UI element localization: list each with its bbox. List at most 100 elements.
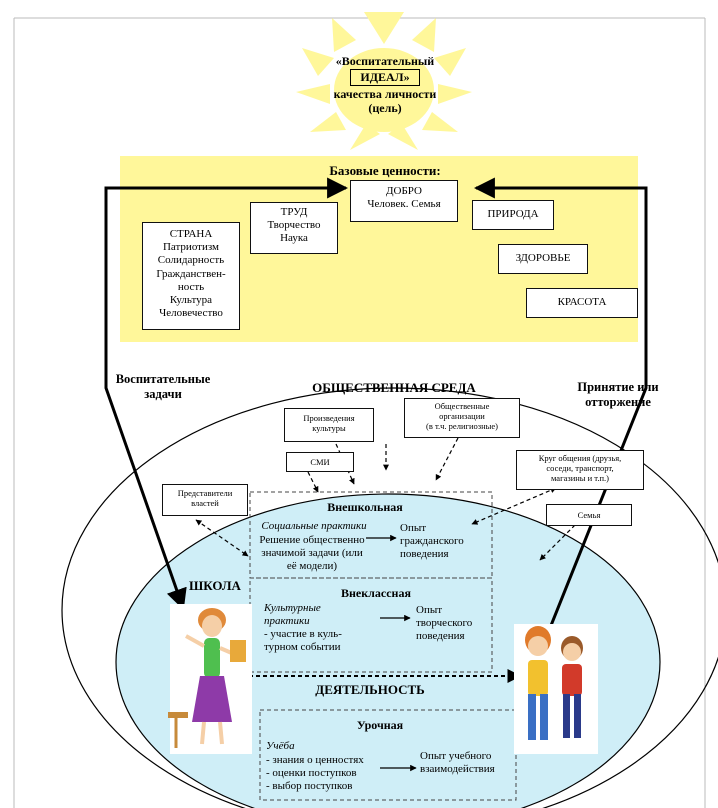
acceptance-label: Принятие или отторжение bbox=[562, 380, 674, 410]
education-tasks-line bbox=[104, 177, 349, 610]
value-zdorovie: ЗДОРОВЬЕ bbox=[498, 244, 588, 274]
env-krug-l1: Круг общения (друзья, bbox=[538, 453, 622, 463]
values-title: Базовые ценности: bbox=[329, 163, 441, 178]
value-dobro-sub: Человек. Семья bbox=[367, 198, 441, 211]
connector-orgs bbox=[435, 437, 459, 481]
vneshk-p1: Решение общественно bbox=[259, 534, 365, 546]
vneshk-r2: гражданского bbox=[400, 535, 464, 548]
sun-ray bbox=[438, 84, 472, 104]
sun-core bbox=[334, 48, 434, 132]
vnekl-r3: поведения bbox=[416, 630, 465, 643]
vneshk-practice: Социальные практики bbox=[261, 520, 367, 532]
vnekl-r1: Опыт bbox=[416, 604, 443, 616]
sun-ray bbox=[302, 48, 334, 76]
sun-ray bbox=[332, 18, 356, 52]
env-orgs: Общественные организации (в т.ч. религио… bbox=[404, 398, 520, 438]
urok-p2: - оценки поступков bbox=[266, 767, 357, 780]
vnekl-practice-2: практики bbox=[264, 615, 310, 628]
acceptance-l2: отторжение bbox=[585, 395, 651, 409]
env-vlast-l2: властей bbox=[191, 498, 219, 509]
env-krug-l3: магазины и т.п.) bbox=[550, 473, 610, 484]
environment-title: ОБЩЕСТВЕННАЯ СРЕДА bbox=[312, 380, 476, 395]
vneshk-task: Решение общественно значимой задачи (или… bbox=[254, 534, 370, 574]
value-krasota: КРАСОТА bbox=[526, 288, 638, 318]
urok-p3: - выбор поступков bbox=[266, 780, 353, 793]
value-strana-item: Гражданствен- bbox=[156, 267, 226, 280]
connector-smi bbox=[307, 471, 319, 493]
value-strana-item: ность bbox=[177, 280, 205, 293]
social-environment-ellipse bbox=[61, 387, 718, 808]
value-dobro: ДОБРО Человек. Семья bbox=[350, 180, 458, 222]
sun-ray bbox=[296, 84, 330, 104]
urok-r1: Опыт учебного bbox=[420, 750, 492, 762]
env-krug: Круг общения (друзья, соседи, транспорт,… bbox=[516, 450, 644, 490]
value-priroda: ПРИРОДА bbox=[472, 200, 554, 230]
urok-tasks: - знания о ценностях - оценки поступков … bbox=[266, 754, 382, 794]
env-vlast-l1: Представители bbox=[177, 488, 233, 498]
vnekl-practice: Культурные практики bbox=[264, 602, 374, 628]
sun-line-4: (цель) bbox=[368, 101, 402, 116]
vneshk-r3: поведения bbox=[400, 548, 449, 561]
vnekl-r2: творческого bbox=[416, 617, 473, 630]
value-dobro-title: ДОБРО bbox=[386, 185, 422, 197]
urok-practice: Учёба bbox=[266, 740, 295, 752]
vneshk-r1: Опыт bbox=[400, 522, 427, 534]
value-trud-l2: Творчество bbox=[267, 219, 321, 232]
vnekl-p1: - участие в куль- bbox=[264, 628, 342, 640]
env-orgs-l1: Общественные bbox=[434, 401, 490, 411]
vnekl-p2: турном событии bbox=[264, 641, 341, 654]
vnekl-result: Опыт творческого поведения bbox=[416, 604, 496, 644]
connector-semya bbox=[539, 519, 581, 561]
education-tasks-l2: задачи bbox=[144, 387, 182, 401]
sun-ray bbox=[310, 112, 346, 132]
value-trud: ТРУД Творчество Наука bbox=[250, 202, 338, 254]
urok-r2: взаимодействия bbox=[420, 763, 495, 776]
sun-text: «Воспитательный ИДЕАЛ» качества личности… bbox=[320, 54, 450, 116]
value-strana-item: Патриотизм bbox=[162, 241, 220, 254]
children-illustration bbox=[514, 624, 598, 754]
env-vlast: Представители властей bbox=[162, 484, 248, 516]
env-culture-l2: культуры bbox=[312, 423, 346, 434]
value-strana: СТРАНА Патриотизм Солидарность Гражданст… bbox=[142, 222, 240, 330]
sun-ray bbox=[434, 48, 466, 76]
sun-ray bbox=[412, 18, 436, 52]
env-orgs-l2: организации bbox=[439, 411, 485, 422]
sun-ray bbox=[422, 112, 458, 132]
urok-p1: - знания о ценностях bbox=[266, 754, 364, 766]
vnekl-task: - участие в куль- турном событии bbox=[264, 628, 384, 654]
env-smi: СМИ bbox=[286, 452, 354, 472]
value-strana-item: Солидарность bbox=[157, 254, 225, 267]
sun-line-3: качества личности bbox=[333, 86, 437, 101]
teacher-illustration bbox=[168, 604, 252, 754]
vneshk-title: Внешкольная bbox=[327, 500, 403, 514]
vneshk-p2: значимой задачи (или bbox=[261, 547, 363, 560]
vneshk-p3: её модели) bbox=[286, 560, 338, 573]
connector-vlast bbox=[195, 519, 249, 557]
value-strana-item: Культура bbox=[169, 293, 213, 306]
urok-result: Опыт учебного взаимодействия bbox=[420, 750, 514, 776]
connector-krug bbox=[471, 487, 557, 525]
sun-ray bbox=[364, 12, 404, 44]
education-tasks-l1: Воспитательные bbox=[115, 372, 211, 386]
env-culture-l1: Произведения bbox=[303, 413, 355, 423]
education-tasks-label: Воспитательные задачи bbox=[96, 372, 230, 402]
urok-title: Урочная bbox=[356, 718, 404, 732]
lesson-area bbox=[259, 709, 517, 801]
sun-line-2: ИДЕАЛ» bbox=[350, 69, 420, 86]
env-semya: Семья bbox=[546, 504, 632, 526]
env-culture: Произведения культуры bbox=[284, 408, 374, 442]
vneshk-result: Опыт гражданского поведения bbox=[400, 522, 486, 562]
value-trud-title: ТРУД bbox=[280, 206, 308, 218]
value-strana-title: СТРАНА bbox=[169, 228, 213, 240]
env-orgs-l3: (в т.ч. религиозные) bbox=[425, 421, 498, 432]
sun-line-1: «Воспитательный bbox=[335, 54, 435, 68]
vnekl-title: Внеклассная bbox=[341, 586, 411, 600]
acceptance-l1: Принятие или bbox=[577, 380, 659, 394]
value-strana-item: Человечество bbox=[159, 307, 223, 320]
school-title: ШКОЛА bbox=[189, 578, 241, 593]
value-trud-l3: Наука bbox=[280, 232, 308, 245]
vnekl-practice-1: Культурные bbox=[264, 602, 321, 614]
env-krug-l2: соседи, транспорт, bbox=[546, 463, 614, 474]
activity-label: ДЕЯТЕЛЬНОСТЬ bbox=[315, 682, 425, 697]
